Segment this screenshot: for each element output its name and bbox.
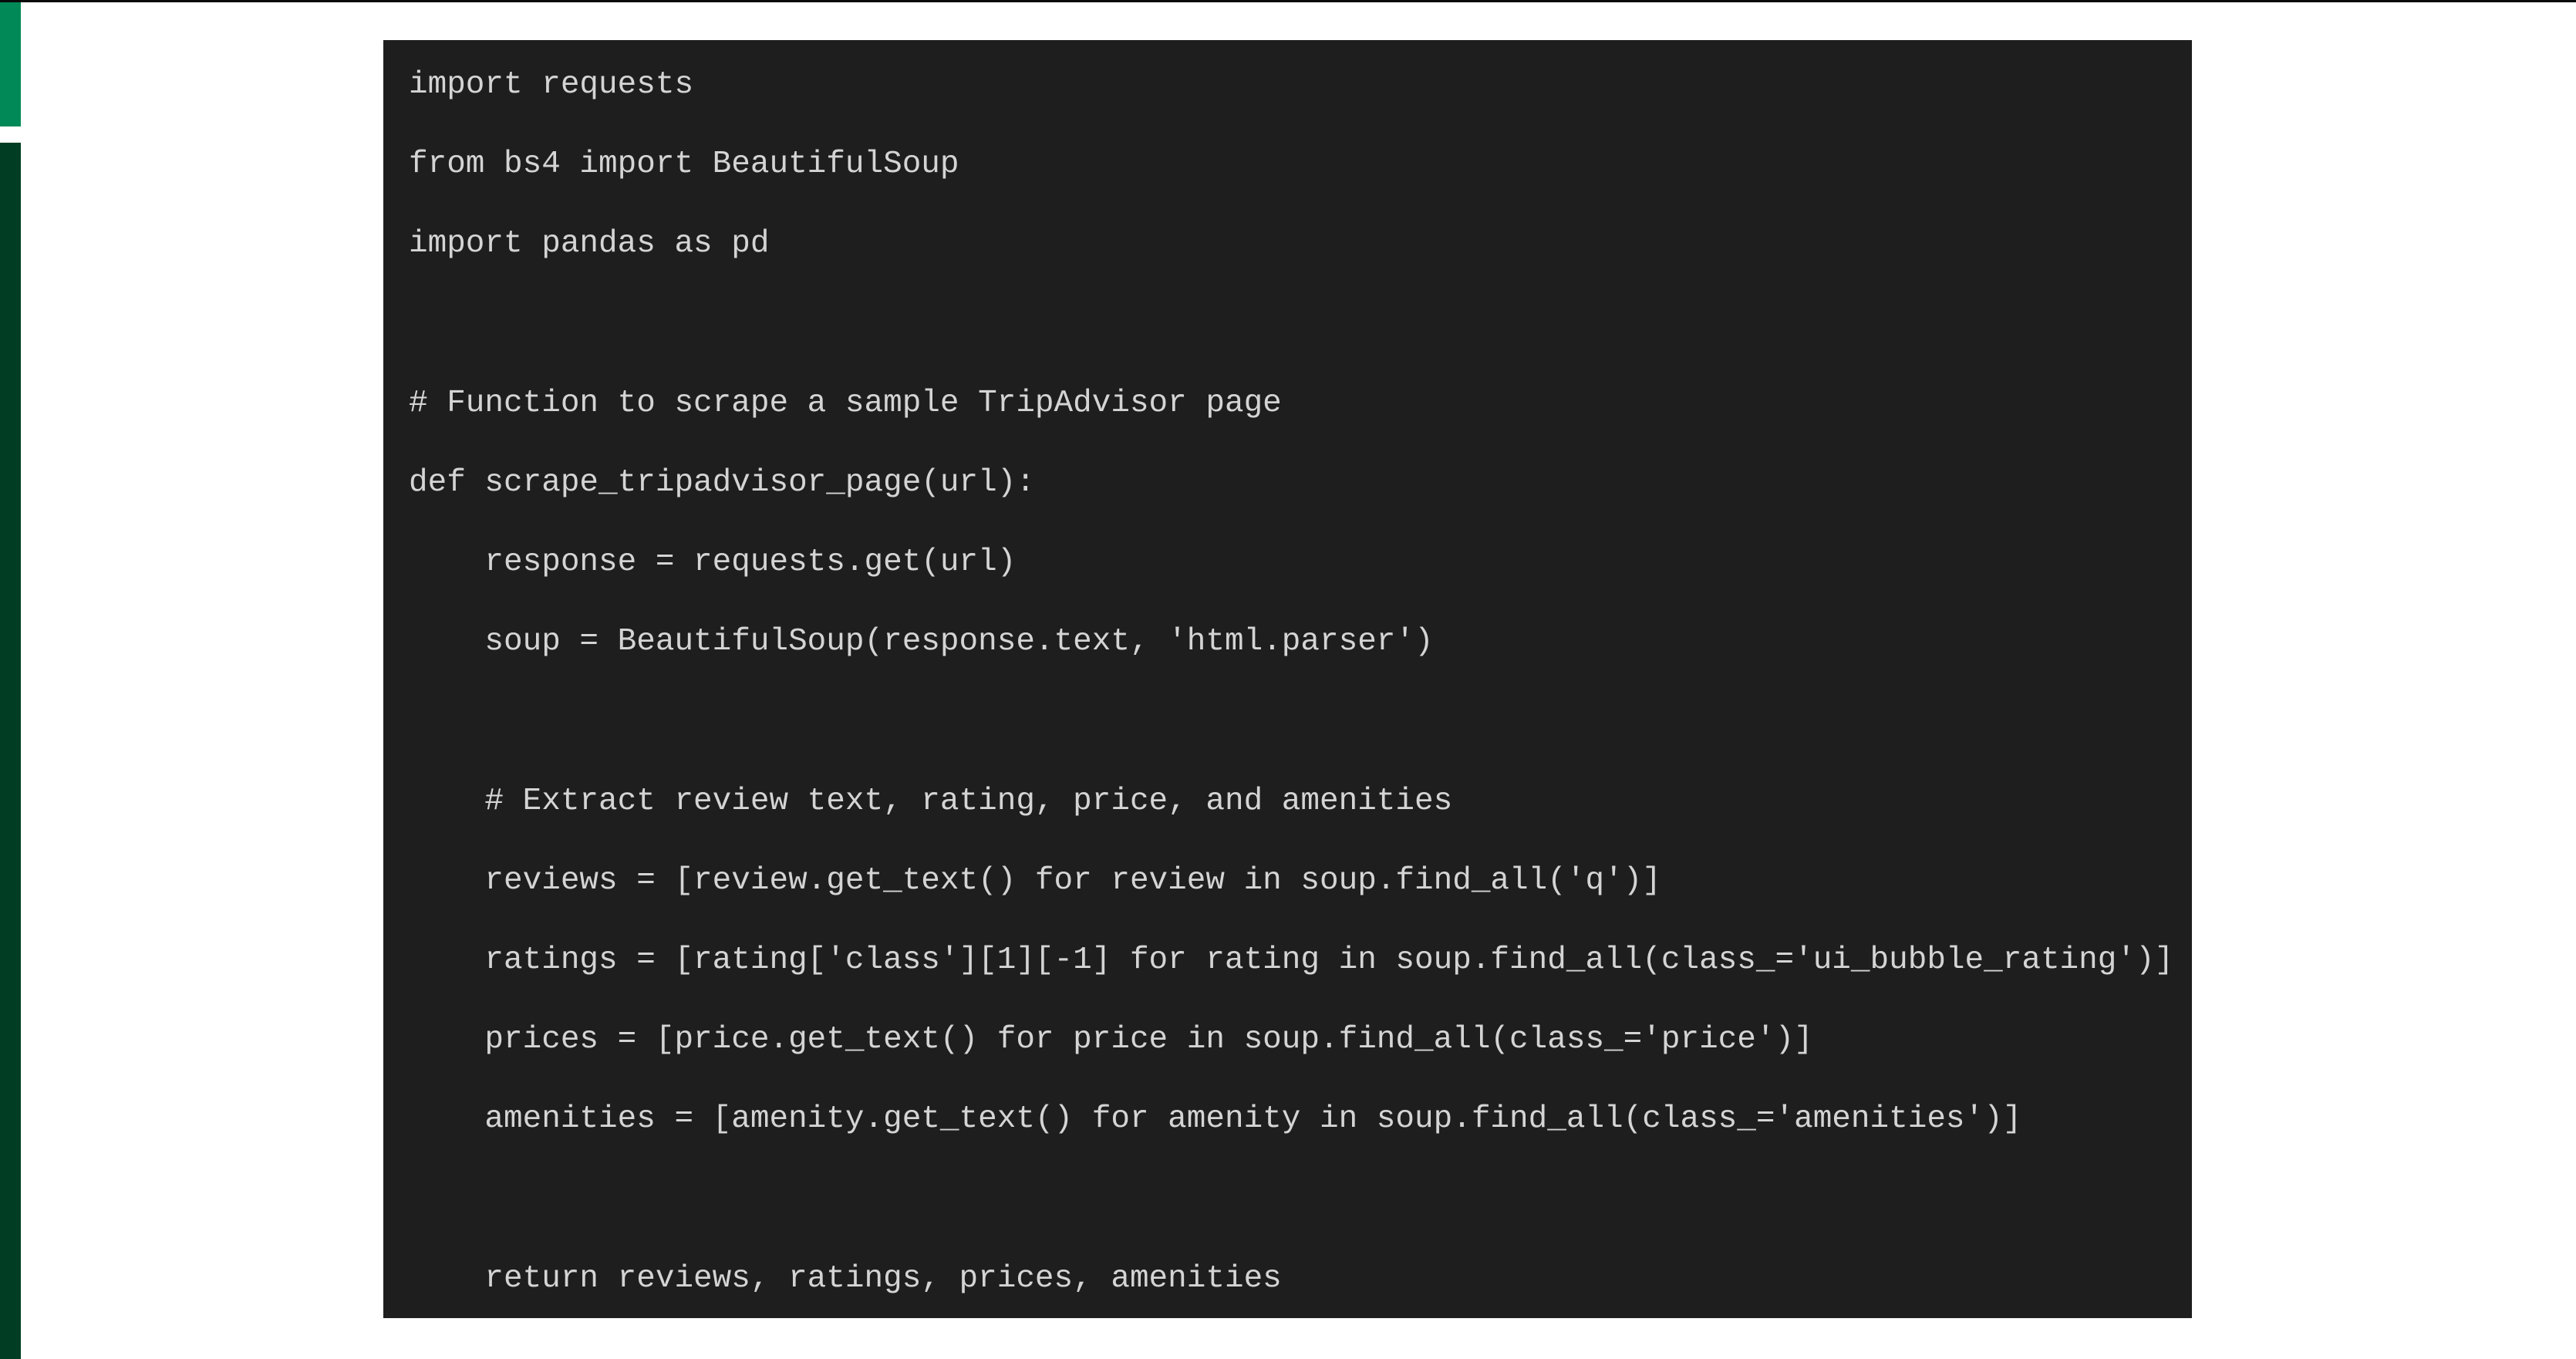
code-line: import requests <box>409 67 694 103</box>
code-line-blank <box>409 285 2192 364</box>
code-line: return reviews, ratings, prices, ameniti… <box>409 1260 1282 1297</box>
side-accent-bar-dark <box>0 143 21 1359</box>
top-border <box>0 0 2576 2</box>
code-comment: # Extract review text, rating, price, an… <box>409 783 1453 819</box>
code-line: prices = [price.get_text() for price in … <box>409 1022 1813 1058</box>
code-line: response = requests.get(url) <box>409 545 1017 581</box>
code-block[interactable]: import requests from bs4 import Beautifu… <box>383 40 2192 1318</box>
code-line: def scrape_tripadvisor_page(url): <box>409 464 1035 501</box>
code-line: import pandas as pd <box>409 226 770 262</box>
code-line: from bs4 import BeautifulSoup <box>409 147 959 183</box>
code-line: ratings = [rating['class'][1][-1] for ra… <box>409 943 2174 979</box>
side-accent-bar-light <box>0 2 21 126</box>
code-line: reviews = [review.get_text() for review … <box>409 862 1661 899</box>
code-line: soup = BeautifulSoup(response.text, 'htm… <box>409 624 1434 660</box>
code-comment: # Function to scrape a sample TripAdviso… <box>409 385 1282 421</box>
code-line-blank <box>409 683 2192 762</box>
code-line-blank <box>409 1160 2192 1239</box>
code-line: amenities = [amenity.get_text() for amen… <box>409 1101 2022 1138</box>
